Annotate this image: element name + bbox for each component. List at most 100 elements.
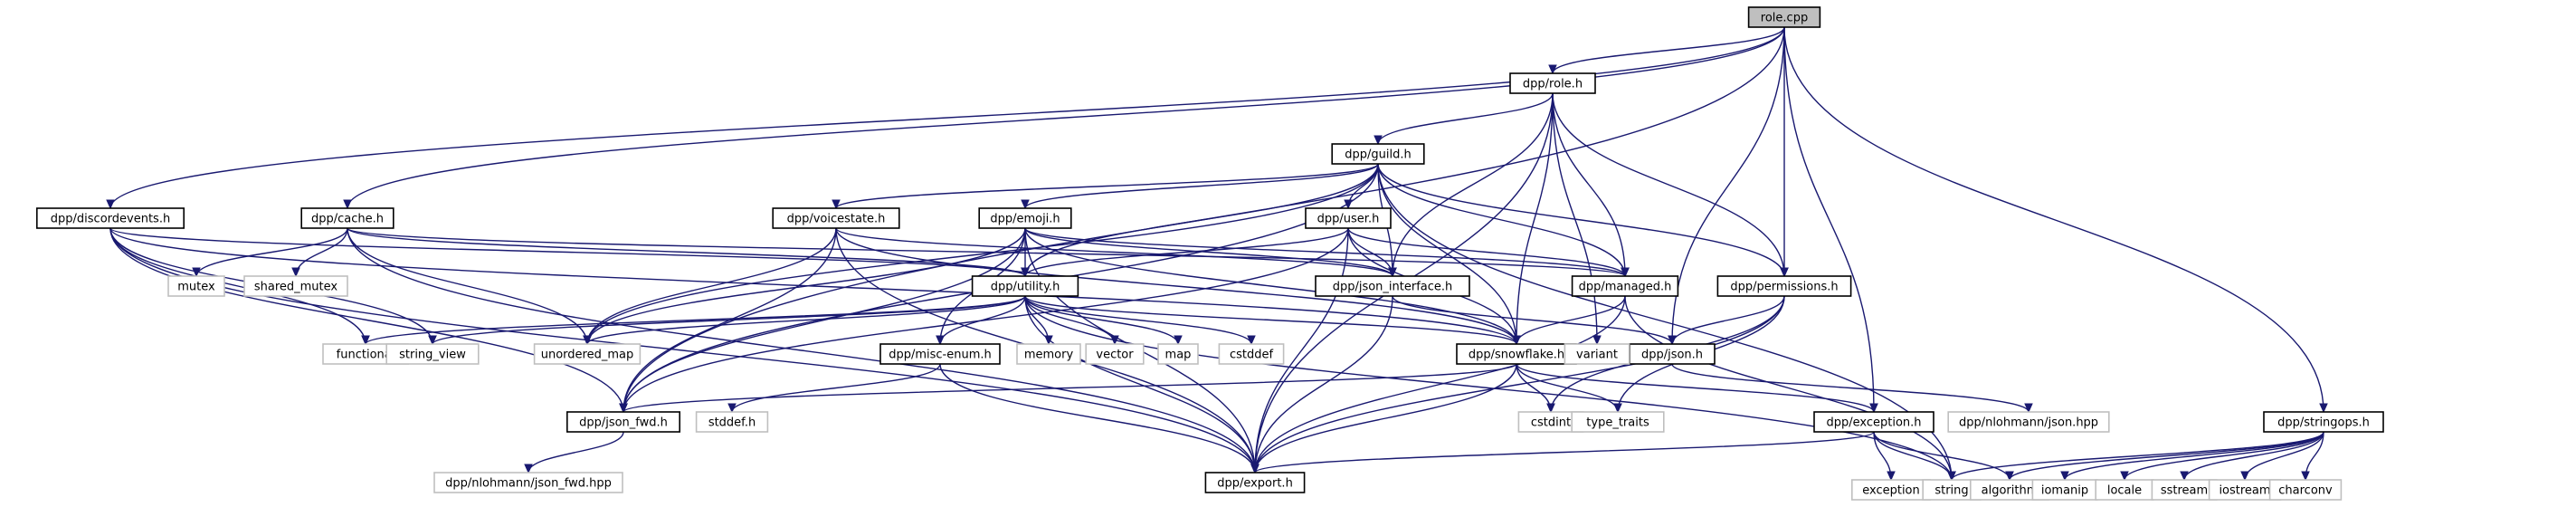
edge-line <box>586 163 1379 345</box>
edge-utility-h-to-string <box>1024 295 1956 482</box>
node-guild-h[interactable]: dpp/guild.h <box>1331 143 1425 165</box>
edge-role-h-to-variant <box>1552 92 1602 346</box>
node-label: string_view <box>399 349 466 362</box>
arrowhead-icon <box>2005 471 2014 482</box>
edge-line <box>347 227 588 345</box>
node-json-h[interactable]: dpp/json.h <box>1629 343 1716 365</box>
arrowhead-icon <box>1021 267 1030 278</box>
edge-line <box>1254 227 1349 474</box>
edge-line <box>347 227 1626 277</box>
node-label: dpp/misc-enum.h <box>889 349 992 362</box>
node-label: exception <box>1862 484 1920 498</box>
node-misc-enum-h[interactable]: dpp/misc-enum.h <box>879 343 1001 365</box>
node-box <box>1157 343 1199 365</box>
node-box[interactable] <box>300 207 394 229</box>
edge-line <box>2009 431 2324 481</box>
edge-role-h-to-json-interface-h <box>1388 92 1554 278</box>
node-nlohmann-json-fwd-hpp: dpp/nlohmann/json_fwd.hpp <box>433 472 623 493</box>
arrowhead-icon <box>291 267 300 278</box>
edge-line <box>1024 295 1252 345</box>
node-box[interactable] <box>971 275 1079 297</box>
node-label: dpp/json_fwd.h <box>579 416 668 430</box>
edge-line <box>1254 363 1517 474</box>
node-managed-h[interactable]: dpp/managed.h <box>1571 275 1679 297</box>
edge-line <box>1552 92 1785 277</box>
arrowhead-icon <box>1869 403 1878 414</box>
edge-line <box>1254 295 1785 474</box>
edge-managed-h-to-string <box>1624 295 1956 482</box>
edge-line <box>1377 163 1517 345</box>
edge-line <box>1516 92 1554 345</box>
node-label: dpp/discordevents.h <box>51 213 170 226</box>
node-box[interactable] <box>978 207 1072 229</box>
edge-line <box>939 295 1026 345</box>
arrowhead-icon <box>2060 471 2069 482</box>
edge-line <box>1783 26 1875 413</box>
node-iomanip: iomanip <box>2031 479 2098 501</box>
node-box[interactable] <box>772 207 900 229</box>
node-json-interface-h[interactable]: dpp/json_interface.h <box>1315 275 1470 297</box>
node-label: charconv <box>2278 484 2333 498</box>
node-charconv: charconv <box>2268 479 2343 501</box>
node-voicestate-h[interactable]: dpp/voicestate.h <box>772 207 900 229</box>
node-label: shared_mutex <box>254 281 338 294</box>
edge-misc-enum-h-to-stddef-h <box>727 363 941 414</box>
edge-stringops-h-to-sstream <box>2180 431 2324 482</box>
node-box[interactable] <box>1331 143 1425 165</box>
node-box[interactable] <box>1571 275 1679 297</box>
node-box <box>1571 411 1665 433</box>
node-label: unordered_map <box>541 349 634 362</box>
node-label: dpp/emoji.h <box>990 213 1060 226</box>
node-utility-h[interactable]: dpp/utility.h <box>971 275 1079 297</box>
node-box[interactable] <box>1305 207 1392 229</box>
node-permissions-h[interactable]: dpp/permissions.h <box>1716 275 1852 297</box>
edge-line <box>1024 295 1179 345</box>
edge-line <box>1377 92 1554 145</box>
edge-line <box>295 227 348 277</box>
edge-line <box>347 227 1256 474</box>
node-label: memory <box>1024 349 1074 362</box>
node-json-fwd-h[interactable]: dpp/json_fwd.h <box>566 411 680 433</box>
node-box[interactable] <box>879 343 1001 365</box>
node-box[interactable] <box>1509 72 1596 94</box>
node-box <box>1218 343 1285 365</box>
node-box[interactable] <box>1813 411 1934 433</box>
arrowhead-icon <box>727 403 737 414</box>
arrowhead-icon <box>1546 403 1555 414</box>
node-box[interactable] <box>35 207 185 229</box>
arrowhead-icon <box>1592 335 1602 346</box>
edge-line <box>939 363 1256 474</box>
node-discordevents-h[interactable]: dpp/discordevents.h <box>35 207 185 229</box>
edge-line <box>1024 227 1349 277</box>
edge-role-cpp-to-exception-h <box>1783 26 1878 414</box>
node-exception-h[interactable]: dpp/exception.h <box>1813 411 1934 433</box>
node-box[interactable] <box>1716 275 1852 297</box>
edge-line <box>1516 295 1626 345</box>
edge-user-h-to-managed-h <box>1347 227 1630 278</box>
node-label: dpp/managed.h <box>1579 281 1672 294</box>
node-user-h[interactable]: dpp/user.h <box>1305 207 1392 229</box>
node-label: dpp/cache.h <box>311 213 384 226</box>
node-box[interactable] <box>1204 472 1306 493</box>
edge-line <box>1873 431 2010 481</box>
node-box[interactable] <box>566 411 680 433</box>
node-map: map <box>1157 343 1199 365</box>
node-label: mutex <box>177 281 215 294</box>
node-box[interactable] <box>1315 275 1470 297</box>
node-export-h[interactable]: dpp/export.h <box>1204 472 1306 493</box>
node-box[interactable] <box>2263 411 2384 433</box>
node-cache-h[interactable]: dpp/cache.h <box>300 207 394 229</box>
node-box <box>533 343 642 365</box>
node-box[interactable] <box>1747 6 1821 28</box>
edge-line <box>109 227 366 345</box>
node-stringops-h[interactable]: dpp/stringops.h <box>2263 411 2384 433</box>
node-role-cpp[interactable]: role.cpp <box>1747 6 1821 28</box>
node-label: stddef.h <box>708 416 756 430</box>
node-label: dpp/utility.h <box>991 281 1060 294</box>
node-role-h[interactable]: dpp/role.h <box>1509 72 1596 94</box>
edge-snowflake-h-to-export-h <box>1250 363 1517 474</box>
node-snowflake-h[interactable]: dpp/snowflake.h <box>1456 343 1577 365</box>
edge-user-h-to-utility-h <box>1021 227 1349 278</box>
node-emoji-h[interactable]: dpp/emoji.h <box>978 207 1072 229</box>
edge-line <box>109 227 624 413</box>
